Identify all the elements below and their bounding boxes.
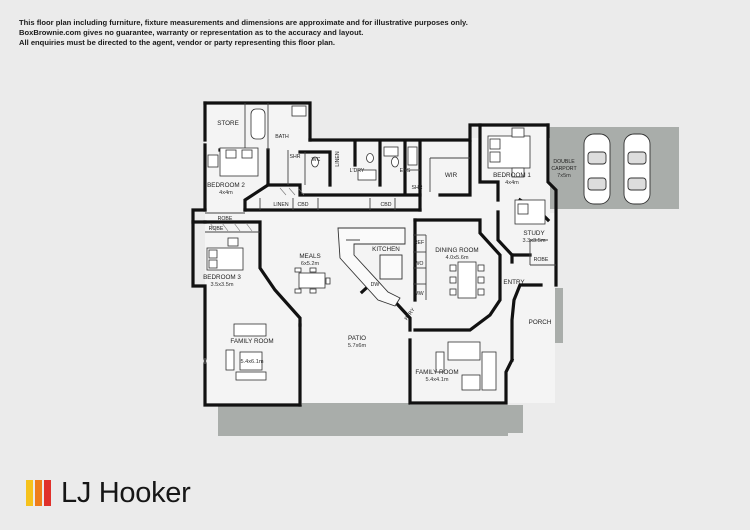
brand-mark-icon	[26, 480, 51, 506]
label-robe-1: ROBE	[218, 216, 233, 222]
brand-bar-red	[44, 480, 51, 506]
brand-bar-yellow	[26, 480, 33, 506]
label-store: STORE	[217, 120, 239, 127]
dining-table	[449, 261, 485, 299]
label-patio: PATIO	[348, 335, 366, 342]
dim-bedroom-2: 4x4m	[219, 190, 233, 196]
dim-dining-room: 4.0x5.6m	[445, 255, 468, 261]
basins	[291, 105, 418, 181]
dim-study: 3.3x3.5m	[522, 238, 545, 244]
disclaimer-line-2: BoxBrownie.com gives no guarantee, warra…	[19, 28, 364, 37]
car-right	[623, 133, 651, 205]
label-ens: ENS	[400, 168, 411, 174]
bath-tub	[250, 108, 266, 140]
disclaimer-line-1: This floor plan including furniture, fix…	[19, 18, 468, 27]
label-robe-2: ROBE	[209, 226, 224, 232]
sofa-family-right	[435, 341, 497, 391]
label-family-room-right: FAMILY ROOM	[415, 369, 458, 376]
brand-name: LJ Hooker	[61, 476, 191, 509]
kitchen-bench	[337, 227, 406, 307]
label-entry: ENTRY	[503, 279, 525, 286]
dim-family-room-right: 5.4x4.1m	[425, 377, 448, 383]
walls	[191, 101, 558, 407]
label-dining-room: DINING ROOM	[435, 247, 478, 254]
brand-bar-orange	[35, 480, 42, 506]
study-desk	[514, 199, 546, 225]
label-bedroom-3: BEDROOM 3	[203, 274, 241, 281]
label-shr-1: SHR	[290, 154, 301, 160]
label-cbd-1: CBD	[298, 202, 309, 208]
disclaimer-line-3: All enquiries must be directed to the ag…	[19, 38, 336, 47]
furniture	[206, 105, 546, 391]
dim-bedroom-3: 3.5x3.5m	[210, 282, 233, 288]
label-kitchen: KITCHEN	[372, 246, 400, 253]
label-study: STUDY	[523, 230, 545, 237]
room-labels: STORE BATH SHR WC LINEN L'DRY ENS SHR WI…	[203, 120, 577, 383]
dim-family-room-left: 5.4x6.1m	[240, 359, 263, 365]
label-robe-3: ROBE	[534, 257, 549, 263]
label-mw: MW	[414, 291, 423, 297]
label-ref: REF	[414, 240, 424, 246]
brand-logo: LJ Hooker	[26, 476, 191, 510]
bed-bedroom-1	[487, 127, 531, 178]
disclaimer: This floor plan including furniture, fix…	[19, 18, 468, 48]
dim-bedroom-1: 4x4m	[505, 180, 519, 186]
label-laundry: L'DRY	[350, 168, 365, 174]
toilets	[311, 153, 399, 168]
dim-patio: 5.7x6m	[348, 343, 367, 349]
steps	[507, 405, 523, 433]
label-porch: PORCH	[529, 319, 552, 326]
label-linen-horizontal: LINEN	[273, 202, 289, 208]
label-bedroom-2: BEDROOM 2	[207, 182, 245, 189]
cabinetry	[209, 187, 305, 232]
label-wc-1: WC	[312, 157, 321, 163]
label-wir: WIR	[445, 172, 458, 179]
bed-bedroom-3	[206, 237, 244, 271]
dim-meals: 6x5.2m	[301, 261, 320, 267]
bed-bedroom-2	[207, 147, 259, 177]
label-bath: BATH	[275, 134, 289, 140]
sofa-family-left	[225, 323, 267, 381]
meals-table	[294, 267, 331, 294]
label-wo: WO	[415, 261, 424, 267]
dim-carport: 7x5m	[557, 173, 571, 179]
label-family-room-left: FAMILY ROOM	[230, 338, 273, 345]
carport-area	[548, 127, 679, 209]
label-shr-2: SHR	[412, 185, 423, 191]
label-linen-vertical: LINEN	[335, 151, 341, 167]
partitions	[203, 103, 556, 364]
car-left	[583, 133, 611, 205]
cars	[583, 133, 651, 205]
label-dw: DW	[371, 282, 380, 288]
label-meals: MEALS	[299, 253, 320, 260]
label-cbd-2: CBD	[381, 202, 392, 208]
label-bedroom-1: BEDROOM 1	[493, 172, 531, 179]
